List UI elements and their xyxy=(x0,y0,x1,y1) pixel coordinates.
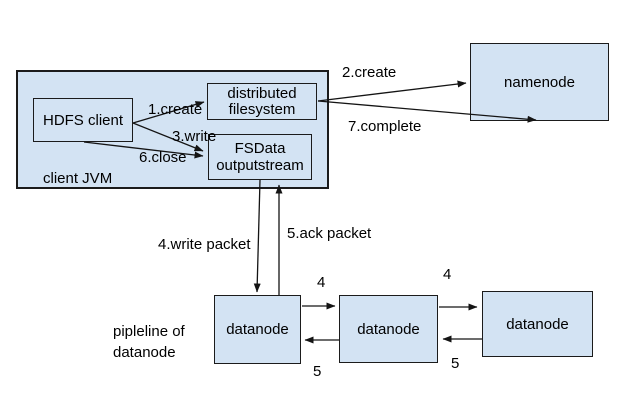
label-pipeline-line1: pipleline of xyxy=(113,323,185,340)
datanode-label-2: datanode xyxy=(357,320,420,338)
label-5-ack-packet: 5.ack packet xyxy=(287,225,372,242)
label-pipeline-of-datanode: pipleline of datanode xyxy=(113,321,185,363)
datanode-box-2: datanode xyxy=(339,295,438,363)
fsdata-outputstream-box: FSData outputstream xyxy=(208,134,312,180)
distributed-filesystem-label-line2: filesystem xyxy=(228,100,296,118)
label-5-dn1-dn2: 5 xyxy=(313,363,322,380)
label-3-write: 3.write xyxy=(172,128,217,145)
datanode-box-3: datanode xyxy=(482,291,593,357)
label-4-dn2-dn3: 4 xyxy=(443,266,452,283)
datanode-box-1: datanode xyxy=(214,295,301,364)
label-6-close: 6.close xyxy=(139,149,187,166)
datanode-label-1: datanode xyxy=(226,321,289,338)
fsdata-outputstream-label-line1: FSData xyxy=(234,140,286,157)
distributed-filesystem-box: distributed filesystem xyxy=(207,83,317,120)
hdfs-client-box: HDFS client xyxy=(33,98,133,142)
arrow-2-create xyxy=(317,80,467,102)
distributed-filesystem-label-line1: distributed xyxy=(227,84,297,102)
arrow-4-write-packet xyxy=(253,179,261,293)
fsdata-outputstream-label-line2: outputstream xyxy=(216,157,304,174)
label-4-dn1-dn2: 4 xyxy=(317,274,326,291)
namenode-label: namenode xyxy=(504,73,575,91)
label-pipeline-line2: datanode xyxy=(113,344,176,361)
label-4-write-packet: 4.write packet xyxy=(158,236,251,253)
namenode-box: namenode xyxy=(470,43,609,121)
label-7-complete: 7.complete xyxy=(348,118,422,135)
label-2-create: 2.create xyxy=(342,64,397,81)
hdfs-client-label: HDFS client xyxy=(42,111,124,129)
label-1-create: 1.create xyxy=(148,101,203,118)
label-5-dn2-dn3: 5 xyxy=(451,355,460,372)
label-client-jvm: client JVM xyxy=(43,170,113,187)
datanode-label-3: datanode xyxy=(506,315,569,333)
